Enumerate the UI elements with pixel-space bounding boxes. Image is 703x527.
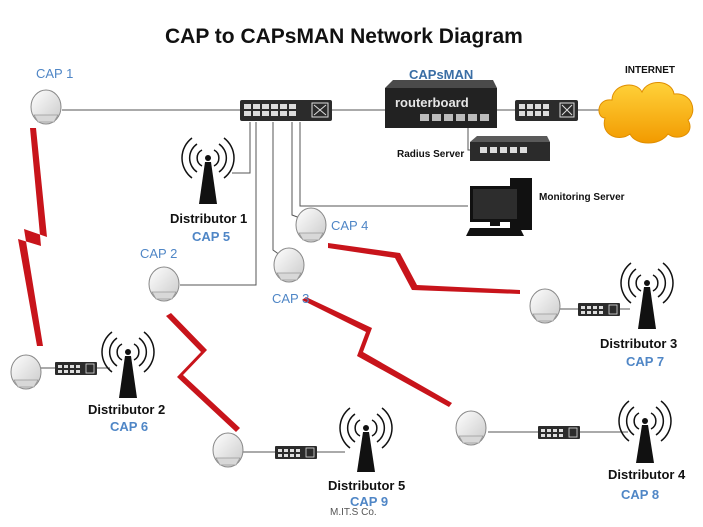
label-cap2: CAP 2: [140, 246, 178, 261]
link-cap2: [180, 122, 257, 286]
label-cap1: CAP 1: [36, 66, 74, 81]
edge-switch-icon: [515, 100, 578, 121]
link-cap3: [272, 122, 281, 256]
label-distributor5: Distributor 5: [328, 478, 406, 493]
wireless-cap2-cap9: [166, 313, 240, 432]
cap3-ap-icon: [273, 247, 305, 283]
label-cap8: CAP 8: [621, 487, 660, 502]
label-cap5: CAP 5: [192, 229, 231, 244]
wireless-cap3-cap8: [302, 297, 452, 407]
wireless-links: [18, 128, 520, 432]
distributor3-antenna-icon: [620, 262, 674, 329]
distributor1-antenna-icon: [181, 137, 235, 204]
capsman-router-icon: routerboard: [385, 80, 497, 128]
label-radius-server: Radius Server: [397, 149, 465, 160]
radius-server-icon: [470, 136, 550, 161]
dist5-switch-icon: [275, 446, 317, 459]
distributor2-antenna-icon: [101, 331, 155, 398]
label-monitoring-server: Monitoring Server: [539, 192, 625, 203]
footer-credit: M.IT.S Co.: [330, 507, 377, 518]
routerboard-logo: routerboard: [395, 95, 469, 110]
wireless-cap1-cap6: [18, 128, 47, 346]
dist4-switch-icon: [538, 426, 580, 439]
distributor4-antenna-icon: [618, 400, 672, 463]
cap4-ap-icon: [295, 207, 327, 243]
cap2-ap-icon: [148, 266, 180, 302]
label-capsman: CAPsMAN: [409, 67, 474, 82]
label-distributor2: Distributor 2: [88, 402, 166, 417]
label-distributor1: Distributor 1: [170, 211, 248, 226]
dist2-switch-icon: [55, 362, 97, 375]
label-internet: INTERNET: [625, 65, 675, 76]
wireless-cap4-cap7: [328, 243, 520, 294]
internet-cloud-icon: [598, 82, 694, 144]
label-cap3: CAP 3: [272, 291, 310, 306]
cap9-ap-icon: [212, 432, 244, 468]
link-monitoring: [299, 122, 468, 207]
computer-icon: [466, 178, 532, 236]
cap6-ap-icon: [10, 354, 42, 390]
cap8-ap-icon: [455, 410, 487, 446]
link-cap4: [291, 122, 301, 219]
dist3-switch-icon: [578, 303, 620, 316]
distributor5-antenna-icon: [339, 407, 393, 472]
label-cap9: CAP 9: [350, 494, 389, 509]
label-cap4: CAP 4: [331, 218, 369, 233]
cap1-ap-icon: [30, 89, 62, 125]
label-distributor4: Distributor 4: [608, 467, 686, 482]
label-cap6: CAP 6: [110, 419, 149, 434]
label-cap7: CAP 7: [626, 354, 665, 369]
core-switch-icon: [240, 100, 332, 121]
cap7-ap-icon: [529, 288, 561, 324]
diagram-title: CAP to CAPsMAN Network Diagram: [165, 25, 523, 48]
wired-links: [40, 109, 630, 453]
label-distributor3: Distributor 3: [600, 336, 678, 351]
link-distributor1: [232, 122, 251, 174]
